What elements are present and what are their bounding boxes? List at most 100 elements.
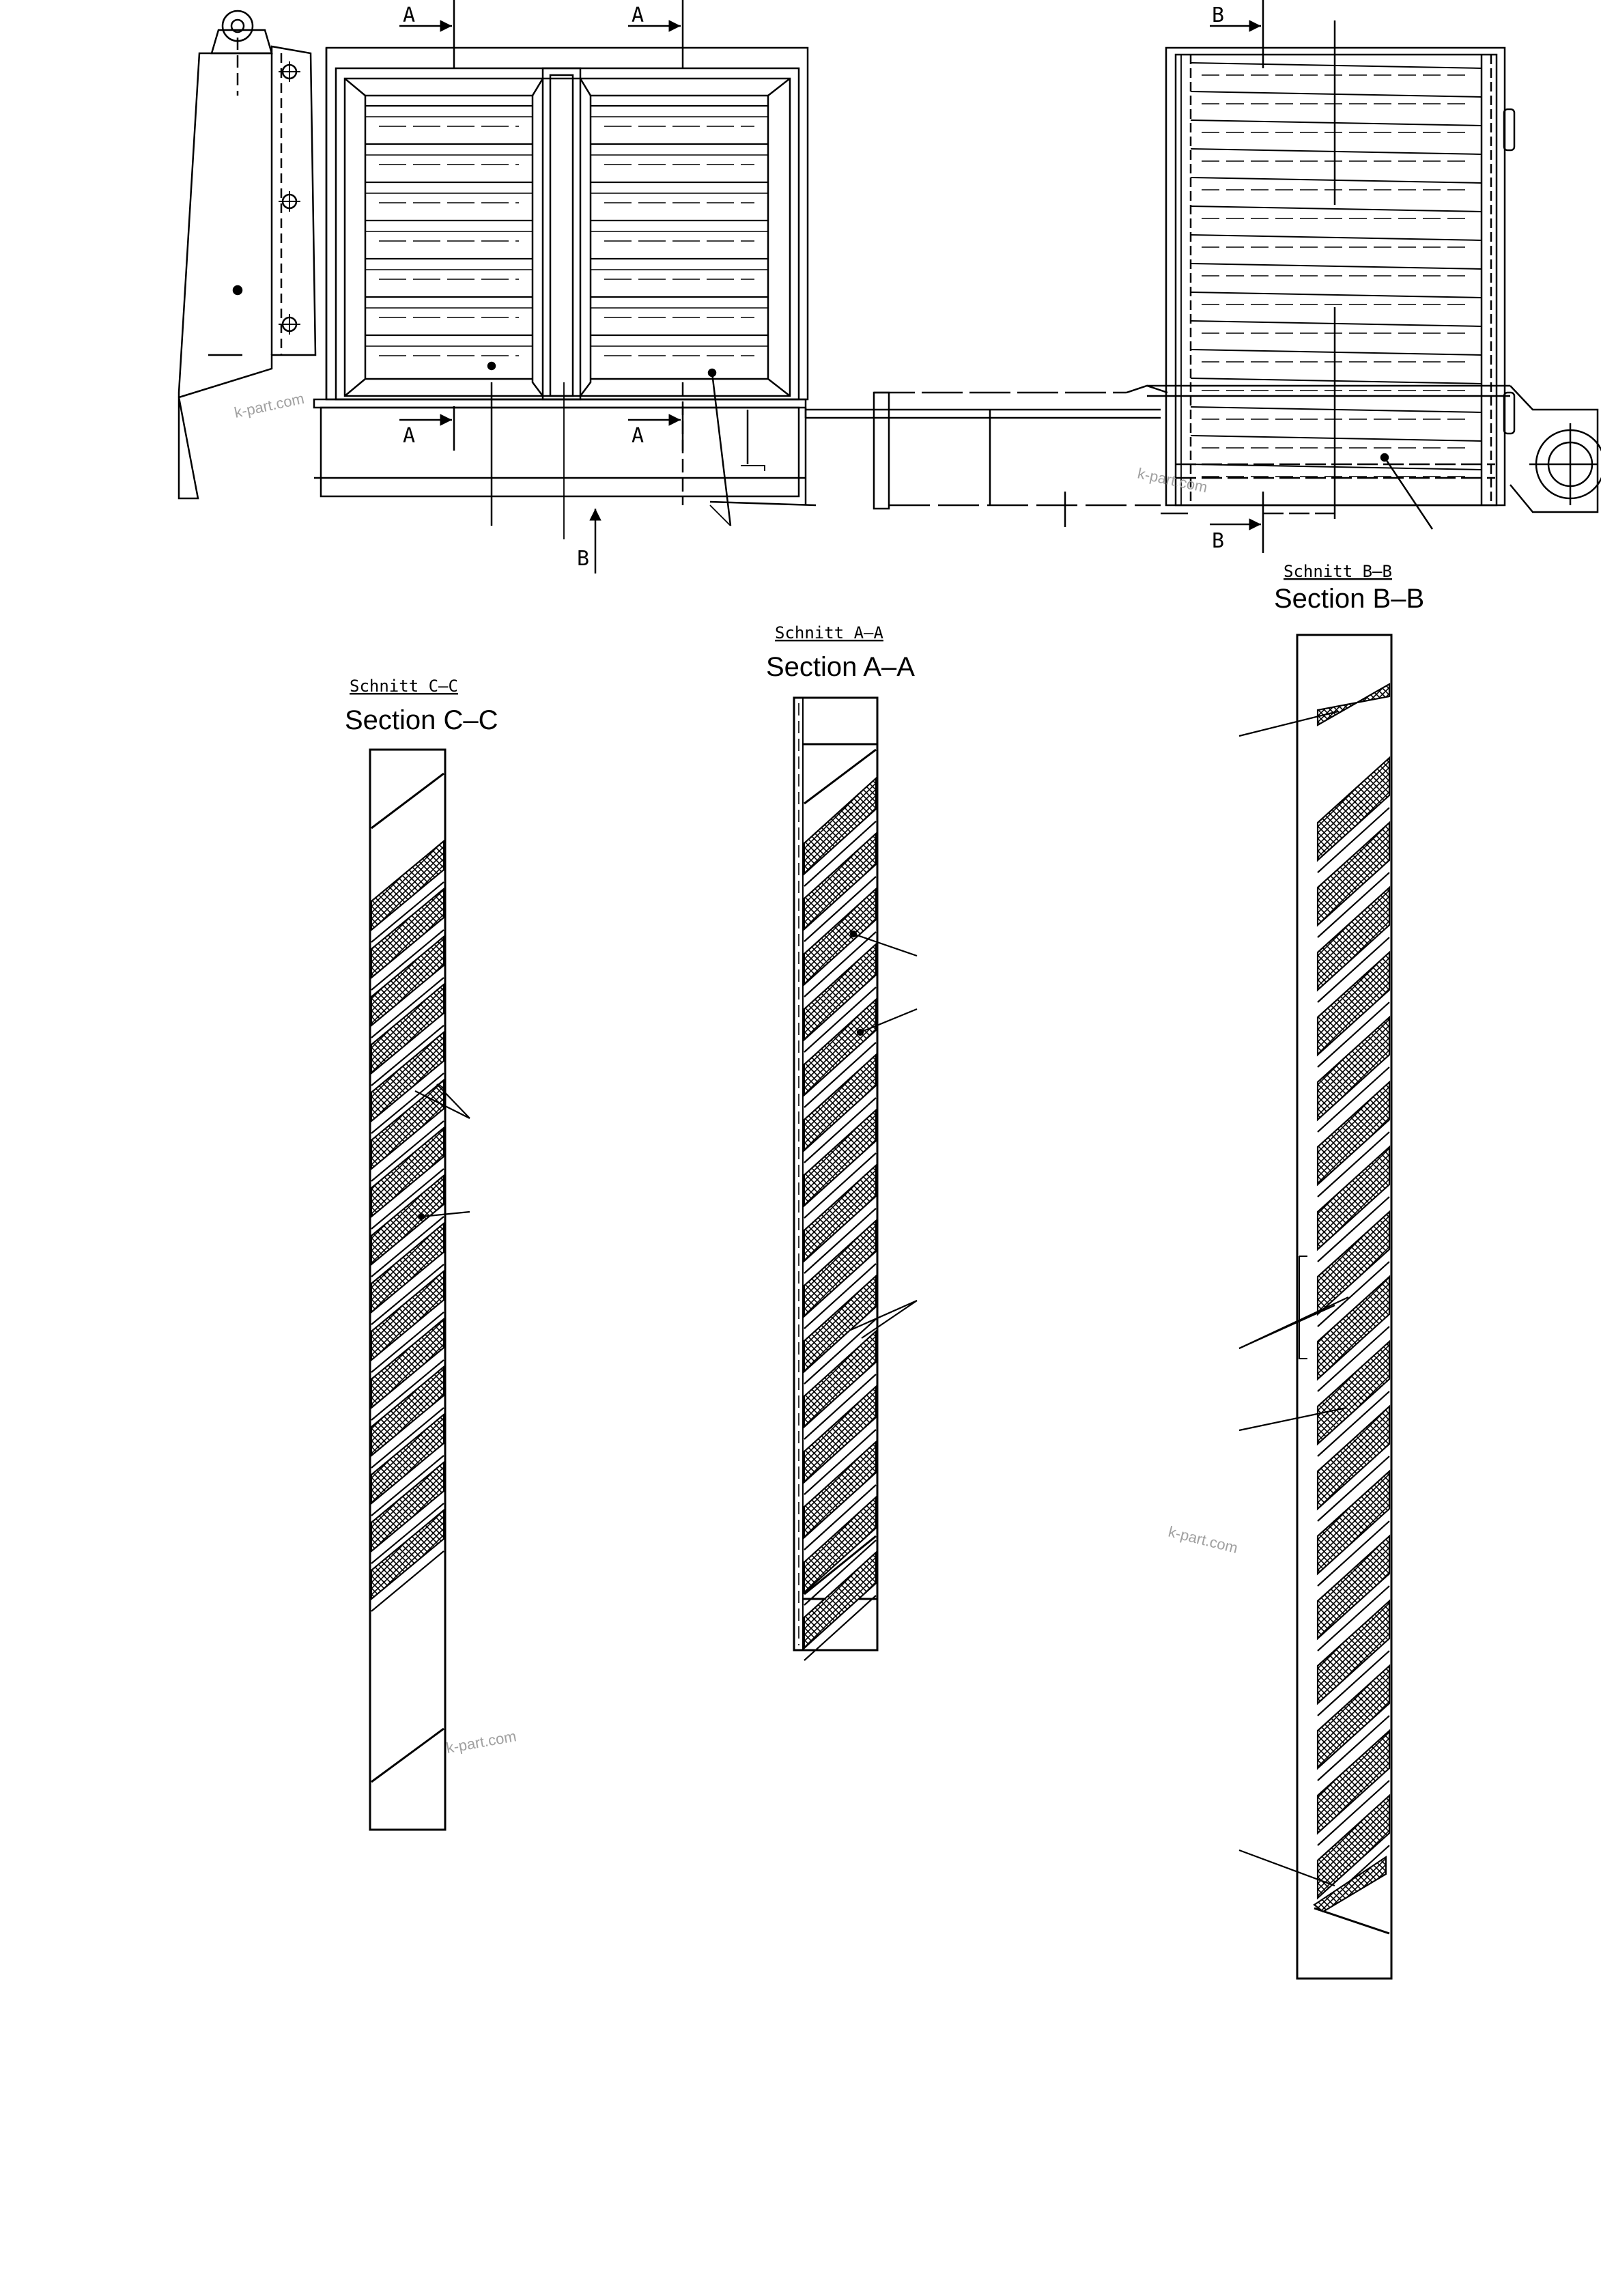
slat-edge <box>371 1455 444 1516</box>
slat-edge <box>1317 1391 1390 1457</box>
side-slat <box>1190 292 1482 298</box>
mesh-slat <box>370 982 445 1075</box>
mesh-slat <box>1316 1469 1391 1576</box>
side-slat <box>1190 464 1482 470</box>
slat-edge <box>371 881 444 943</box>
mesh-slat-bottom <box>1313 1855 1387 1913</box>
section-a-leaders <box>849 930 918 1339</box>
slat-edge <box>371 1407 444 1469</box>
mesh-slat <box>1316 1340 1391 1446</box>
side-slat <box>1190 349 1482 356</box>
side-slat <box>1190 119 1482 126</box>
mesh-slat <box>803 1053 877 1152</box>
mesh-slat <box>1316 885 1391 992</box>
slat-edge <box>371 1312 444 1373</box>
side-slat <box>1190 62 1482 69</box>
slat-edge <box>1317 1585 1390 1652</box>
mesh-slat <box>803 1108 877 1208</box>
slat-edge <box>1317 1780 1390 1846</box>
section-a-title-de: Schnitt A–A <box>775 623 883 642</box>
mesh-slat <box>803 942 877 1042</box>
side-slat <box>1190 91 1482 98</box>
slat-end-bottom <box>371 1727 444 1783</box>
top-view-assembly <box>178 0 1601 573</box>
slat-edge <box>804 1318 877 1385</box>
mesh-slat <box>370 1508 445 1601</box>
slat-edge <box>804 1484 877 1550</box>
mesh-slat <box>1316 1794 1391 1900</box>
mesh-slat <box>1316 1664 1391 1770</box>
mesh-slat <box>370 839 445 932</box>
slat-edge <box>804 987 877 1053</box>
slat-edge <box>1317 807 1390 873</box>
watermark-section-b: k-part.com <box>1167 1523 1240 1557</box>
slat-end-top <box>804 748 877 805</box>
cut-label-a-bottom-right: A <box>632 424 644 448</box>
mesh-slat <box>803 997 877 1097</box>
mesh-slat <box>1316 1599 1391 1705</box>
side-slat <box>1190 378 1482 384</box>
mesh-slat <box>370 935 445 1027</box>
section-c-title-de: Schnitt C–C <box>350 677 458 696</box>
mesh-slat <box>370 1078 445 1171</box>
section-c-leaders <box>414 1083 470 1221</box>
slat-edge <box>1317 872 1390 938</box>
section-b-leaders <box>1238 710 1349 1887</box>
side-slat <box>1190 148 1482 155</box>
louver-slats-right <box>591 104 768 356</box>
slat-edge <box>804 1097 877 1163</box>
base-skid <box>313 361 1168 539</box>
section-b-title-en: Section B–B <box>1274 584 1424 614</box>
slat-edge <box>804 1152 877 1219</box>
mesh-slat <box>803 1550 877 1650</box>
mesh-slat <box>1316 1729 1391 1835</box>
mesh-slat <box>370 1221 445 1314</box>
left-post <box>178 10 317 500</box>
louver-slats-left <box>365 104 533 356</box>
slat-edge <box>1317 1002 1390 1068</box>
side-slat <box>1190 263 1482 270</box>
side-frame <box>1147 20 1601 530</box>
slat-edge <box>371 1120 444 1182</box>
side-slat <box>1190 406 1482 413</box>
mesh-slat <box>370 1365 445 1458</box>
cut-markers <box>399 0 1264 573</box>
slat-edge <box>371 1359 444 1421</box>
slat-edge <box>1317 1715 1390 1781</box>
section-c-c: Schnitt C–C Section C–C <box>345 677 498 1831</box>
mesh-slat <box>370 1126 445 1219</box>
mesh-slat <box>803 832 877 931</box>
side-slat <box>1190 177 1482 184</box>
slat-edge <box>804 1208 877 1274</box>
mesh-slat <box>803 1385 877 1484</box>
side-slat <box>1190 435 1482 442</box>
section-a-title-en: Section A–A <box>766 652 915 682</box>
section-b-b: Schnitt B–B Section B–B <box>1238 562 1424 1980</box>
slat-edge <box>804 1374 877 1440</box>
side-slat <box>1190 234 1482 241</box>
section-c-title-en: Section C–C <box>345 705 498 735</box>
slat-edge <box>371 1025 444 1086</box>
slat-edge <box>371 1073 444 1134</box>
mesh-slat <box>803 1495 877 1595</box>
cut-label-b-top: B <box>1212 3 1224 27</box>
slat-edge <box>1317 1066 1390 1133</box>
slat-edge <box>804 1595 877 1661</box>
slat-edge <box>371 1216 444 1277</box>
mesh-slat <box>1316 1015 1391 1122</box>
slat-edge <box>371 1264 444 1325</box>
mesh-slat <box>1316 1534 1391 1641</box>
cut-label-b-bottom: B <box>1212 529 1224 553</box>
watermark-section-c: k-part.com <box>445 1727 518 1757</box>
mesh-slat <box>1316 1080 1391 1187</box>
mesh-slat <box>1316 756 1391 862</box>
slat-edge <box>371 929 444 991</box>
side-slat <box>1190 320 1482 327</box>
watermark-top-left: k-part.com <box>233 390 306 421</box>
cut-label-b-up: B <box>577 547 589 571</box>
mesh-slat <box>1316 1210 1391 1316</box>
mesh-slat <box>803 776 877 876</box>
slat-end-bottom <box>1314 1907 1390 1935</box>
mesh-slat <box>1316 1145 1391 1251</box>
